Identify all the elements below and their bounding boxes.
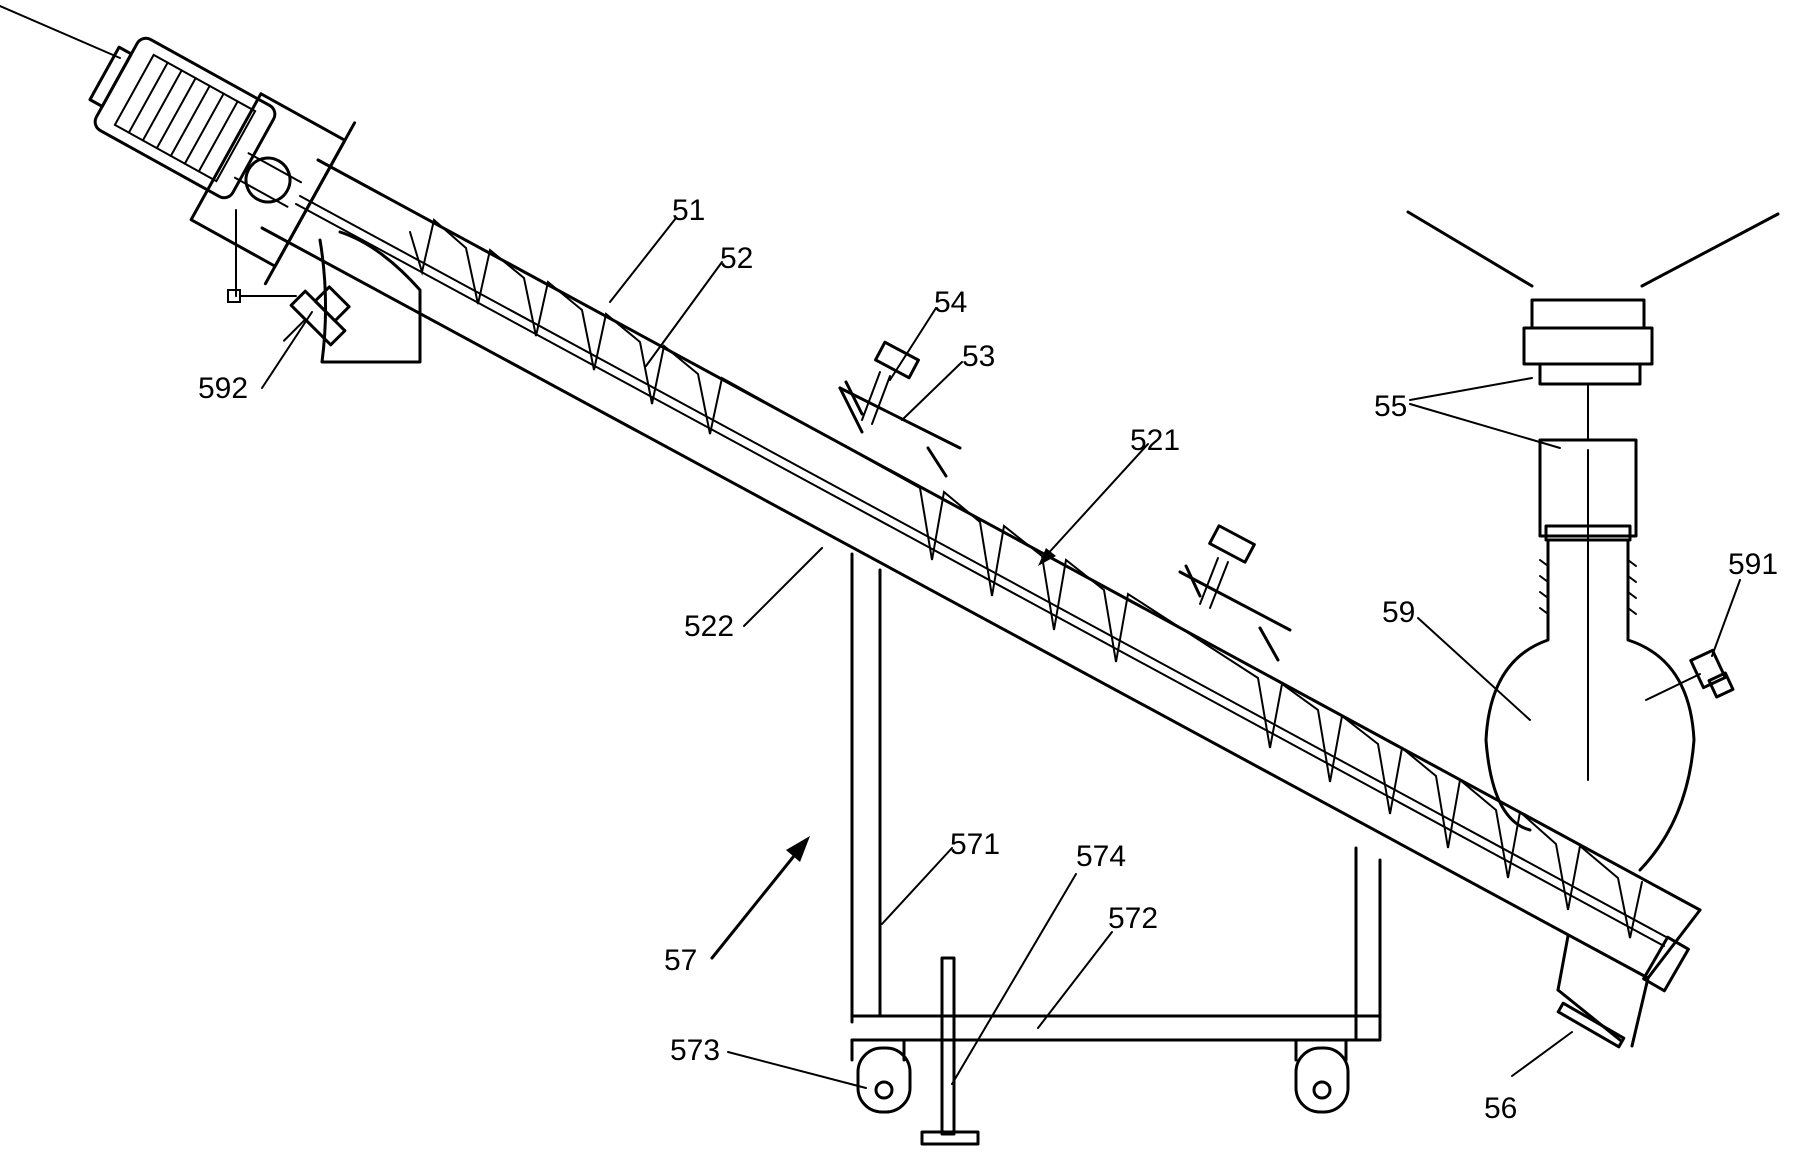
flask-59: [1484, 438, 1696, 872]
drive-motor: [0, 5, 357, 303]
label-52: 52: [720, 242, 753, 275]
label-54: 54: [934, 286, 967, 319]
label-59: 59: [1382, 596, 1415, 629]
caster-573-left: [856, 1046, 912, 1114]
screw-flights: [409, 218, 1643, 939]
label-56: 56: [1484, 1092, 1517, 1125]
arrow-57: [710, 836, 810, 960]
caster-right: [1294, 1046, 1350, 1114]
label-521: 521: [1130, 424, 1180, 457]
label-571: 571: [950, 828, 1000, 861]
label-592: 592: [198, 372, 248, 405]
label-573: 573: [670, 1034, 720, 1067]
outlet-56: [1556, 934, 1690, 1049]
label-591: 591: [1728, 548, 1778, 581]
hopper: [1406, 210, 1780, 439]
label-57: 57: [664, 944, 697, 977]
inspection-port-2: [1178, 524, 1292, 662]
inlet-chute: [318, 230, 422, 364]
label-574: 574: [1076, 840, 1126, 873]
label-522: 522: [684, 610, 734, 643]
leader-lines: [261, 217, 1741, 1089]
valve-592: [283, 285, 351, 347]
inspection-port-53: [838, 340, 962, 478]
label-55: 55: [1374, 390, 1407, 423]
leveling-foot-574: [920, 956, 980, 1146]
arrow-521: [1038, 443, 1149, 566]
support-frame-57: [850, 552, 1382, 1062]
label-53: 53: [962, 340, 995, 373]
label-572: 572: [1108, 902, 1158, 935]
label-51: 51: [672, 194, 705, 227]
part-labels: 51 52 54 53 521 522 55 59 591 592 571 57…: [198, 194, 1778, 1125]
valve-591: [1645, 648, 1735, 701]
